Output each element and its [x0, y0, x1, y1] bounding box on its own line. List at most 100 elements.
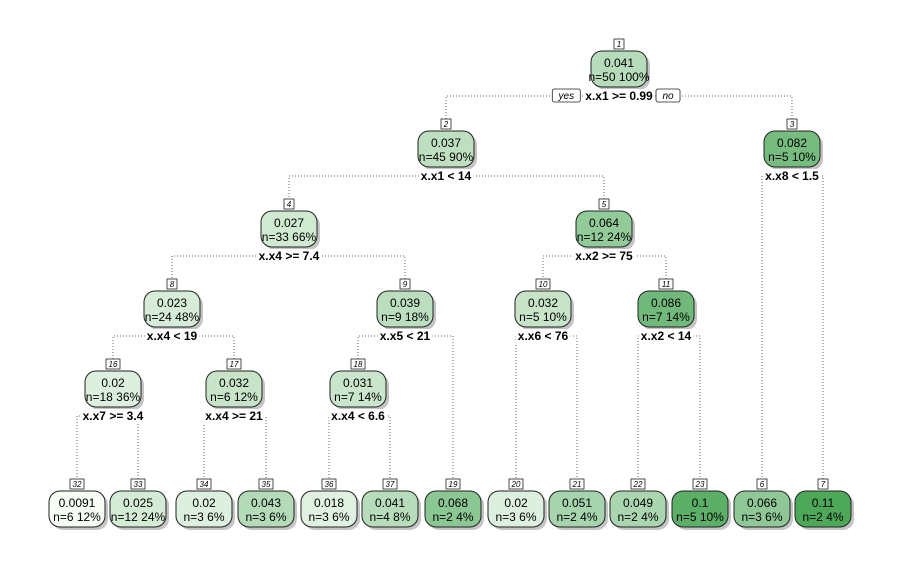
split-rule-9: x.x5 < 21	[380, 329, 431, 343]
tree-edge-5-11	[604, 255, 667, 280]
node-id-box	[658, 278, 674, 290]
node-count: n=12 24%	[577, 230, 632, 244]
node-box	[487, 490, 545, 528]
node-value: 0.086	[651, 296, 681, 310]
node-value: 0.031	[343, 376, 373, 390]
node-id: 23	[695, 480, 705, 489]
node-value: 0.068	[438, 496, 468, 510]
node-value: 0.041	[604, 56, 634, 70]
node-value: 0.02	[504, 496, 528, 510]
node-value: 0.11	[812, 496, 835, 510]
node-box	[609, 490, 667, 528]
node-id-box	[130, 478, 146, 490]
tree-edge-10-21	[543, 335, 578, 480]
node-id-box	[321, 478, 337, 490]
split-label-bg	[418, 169, 474, 183]
split-rule-18: x.x4 < 6.6	[331, 409, 385, 423]
tree-edge-8-16	[112, 335, 172, 360]
node-box	[175, 490, 233, 528]
node-box	[575, 210, 633, 248]
split-label-bg	[203, 409, 266, 423]
node-count: n=33 66%	[262, 230, 317, 244]
split-label-bg	[80, 409, 146, 423]
node-count: n=45 90%	[419, 150, 474, 164]
node-id: 18	[354, 360, 363, 369]
tree-edge-17-35	[234, 415, 267, 480]
split-rule-3: x.x8 < 1.5	[765, 169, 819, 183]
split-rule-16: x.x7 >= 3.4	[83, 409, 144, 423]
node-id: 36	[325, 480, 334, 489]
tree-edge-17-34	[203, 415, 234, 480]
node-count: n=3 6%	[245, 510, 286, 524]
node-value: 0.051	[562, 496, 592, 510]
node-id-box	[598, 198, 610, 210]
node-id: 32	[73, 480, 82, 489]
node-id-box	[630, 478, 646, 490]
tree-edge-16-32	[76, 415, 113, 480]
node-id-box	[569, 478, 585, 490]
node-box	[300, 490, 358, 528]
node-count: n=3 6%	[741, 510, 782, 524]
node-box	[260, 210, 318, 248]
tree-edge-5-10	[542, 255, 604, 280]
tree-edge-10-20	[515, 335, 543, 480]
tree-edge-18-37	[358, 415, 391, 480]
split-rule-1: x.x1 >= 0.99	[585, 89, 653, 103]
split-label-bg	[763, 169, 822, 183]
node-id: 33	[134, 480, 143, 489]
node-count: n=2 4%	[432, 510, 473, 524]
node-id: 21	[572, 480, 582, 489]
node-id-box	[196, 478, 212, 490]
tree-node-16: 0.02n=18 36%16	[84, 358, 144, 410]
node-id: 34	[200, 480, 209, 489]
node-id: 3	[790, 120, 795, 129]
split-rule-8: x.x4 < 19	[147, 329, 198, 343]
split-label-bg	[638, 329, 694, 343]
node-id-box	[69, 478, 85, 490]
split-rule-17: x.x4 >= 21	[205, 409, 263, 423]
node-value: 0.0091	[59, 496, 96, 510]
node-value: 0.027	[274, 216, 304, 230]
split-rule-5: x.x2 >= 75	[575, 249, 633, 263]
node-box	[733, 490, 791, 528]
node-id-box	[166, 278, 178, 290]
node-box	[84, 370, 142, 408]
split-label-bg	[515, 329, 571, 343]
node-box	[590, 50, 648, 88]
no-label-box	[655, 88, 681, 103]
node-id: 4	[287, 200, 292, 209]
node-value: 0.041	[375, 496, 405, 510]
tree-edge-2-4	[288, 175, 446, 200]
split-rule-4: x.x4 >= 7.4	[259, 249, 320, 263]
node-value: 0.043	[251, 496, 281, 510]
tree-node-7: 0.11n=2 4%7	[794, 478, 854, 530]
node-count: n=7 14%	[334, 390, 382, 404]
tree-edge-4-9	[289, 255, 406, 280]
node-box	[794, 490, 852, 528]
tree-edge-11-22	[637, 335, 666, 480]
node-box	[637, 290, 695, 328]
yes-label: yes	[558, 91, 575, 102]
split-label-bg	[583, 89, 656, 103]
tree-edge-2-5	[446, 175, 605, 200]
node-id-box	[350, 358, 366, 370]
node-count: n=5 10%	[676, 510, 724, 524]
node-value: 0.02	[101, 376, 125, 390]
node-id-box	[105, 358, 121, 370]
node-id: 10	[539, 280, 548, 289]
node-count: n=5 10%	[519, 310, 567, 324]
node-count: n=12 24%	[111, 510, 166, 524]
node-id-box	[613, 38, 625, 50]
node-box	[329, 370, 387, 408]
node-id-box	[440, 118, 452, 130]
node-id: 8	[170, 280, 175, 289]
node-value: 0.025	[123, 496, 153, 510]
node-count: n=2 4%	[556, 510, 597, 524]
